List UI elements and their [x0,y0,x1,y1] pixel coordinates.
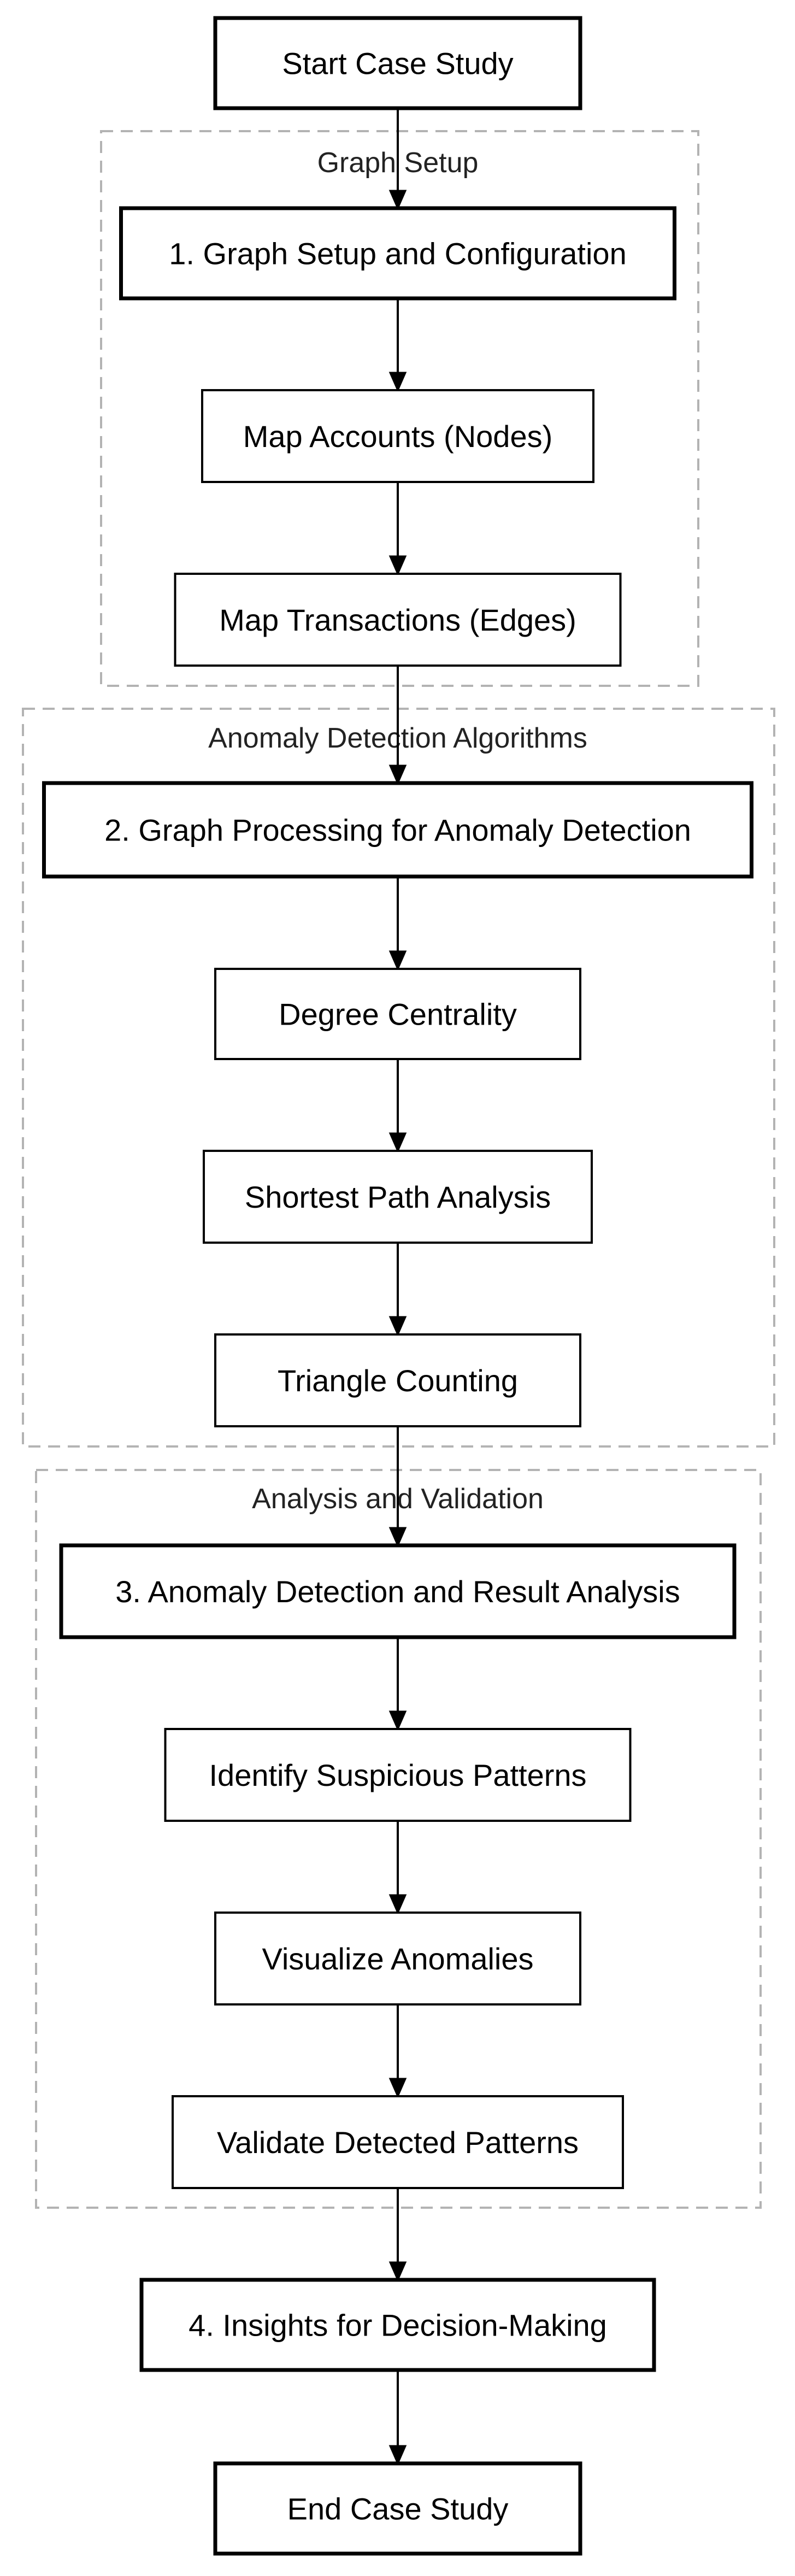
node-start: Start Case Study [213,16,582,110]
arrowhead-icon [388,2078,407,2098]
arrowhead-icon [388,950,407,971]
arrowhead-icon [388,2445,407,2466]
arrowhead-icon [388,190,407,210]
arrowhead-icon [388,1710,407,1731]
edge-map_transactions-to-graph_processing [388,666,407,785]
edge-triangle_counting-to-result_analysis [388,1426,407,1548]
node-suspicious-patterns: Identify Suspicious Patterns [164,1728,632,1822]
node-box [203,1150,593,1244]
node-label: Visualize Anomalies [262,1942,533,1976]
node-label: Map Transactions (Edges) [219,603,576,637]
edge-suspicious_patterns-to-visualize_anomalies [388,1821,407,1915]
node-label: Start Case Study [282,46,513,81]
node-box [174,573,622,667]
node-label: 2. Graph Processing for Anomaly Detectio… [104,813,691,848]
node-map-accounts: Map Accounts (Nodes) [201,389,594,483]
node-insights: 4. Insights for Decision-Making [139,2278,656,2372]
edge-start-to-setup_config [388,108,407,210]
edge-visualize_anomalies-to-validate_patterns [388,2004,407,2098]
node-label: Validate Detected Patterns [217,2125,579,2160]
node-label: Map Accounts (Nodes) [243,419,552,454]
node-box [213,16,582,110]
node-label: Degree Centrality [279,997,517,1032]
node-label: Triangle Counting [278,1363,518,1398]
node-box [172,2095,624,2189]
arrowhead-icon [388,2261,407,2282]
arrowhead-icon [388,1316,407,1337]
node-setup-config: 1. Graph Setup and Configuration [119,206,676,301]
node-box [119,206,676,301]
node-box [214,968,581,1060]
cluster-border [100,130,699,687]
arrowhead-icon [388,555,407,576]
node-box [164,1728,632,1822]
edge-degree_centrality-to-shortest_path [388,1059,407,1153]
node-label: Shortest Path Analysis [245,1180,551,1214]
edge-shortest_path-to-triangle_counting [388,1243,407,1337]
node-box [59,1543,737,1639]
node-label: 4. Insights for Decision-Making [189,2308,607,2343]
node-label: 3. Anomaly Detection and Result Analysis [115,1574,680,1609]
node-box [42,781,753,879]
node-map-transactions: Map Transactions (Edges) [174,573,622,667]
arrowhead-icon [388,1894,407,1915]
node-box [214,1333,581,1427]
node-label: 1. Graph Setup and Configuration [169,237,626,271]
node-label: End Case Study [287,2492,509,2526]
arrowhead-icon [388,372,407,392]
node-validate-patterns: Validate Detected Patterns [172,2095,624,2189]
arrowhead-icon [388,1527,407,1548]
edge-validate_patterns-to-insights [388,2188,407,2282]
node-box [213,2461,582,2556]
edge-result_analysis-to-suspicious_patterns [388,1637,407,1731]
node-box [214,1912,581,2005]
edge-setup_config-to-map_accounts [388,298,407,392]
node-degree-centrality: Degree Centrality [214,968,581,1060]
node-visualize-anomalies: Visualize Anomalies [214,1912,581,2005]
edge-insights-to-end [388,2370,407,2466]
node-graph-processing: 2. Graph Processing for Anomaly Detectio… [42,781,753,879]
node-box [139,2278,656,2372]
node-shortest-path: Shortest Path Analysis [203,1150,593,1244]
node-result-analysis: 3. Anomaly Detection and Result Analysis [59,1543,737,1639]
edge-map_accounts-to-map_transactions [388,482,407,576]
arrowhead-icon [388,1132,407,1153]
node-box [201,389,594,483]
node-label: Identify Suspicious Patterns [209,1758,586,1792]
node-layer: Start Case Study 1. Graph Setup and Confi… [42,16,753,2556]
edge-layer [388,108,407,2466]
arrowhead-icon [388,764,407,785]
edge-graph_processing-to-degree_centrality [388,877,407,971]
node-end: End Case Study [213,2461,582,2556]
node-triangle-counting: Triangle Counting [214,1333,581,1427]
